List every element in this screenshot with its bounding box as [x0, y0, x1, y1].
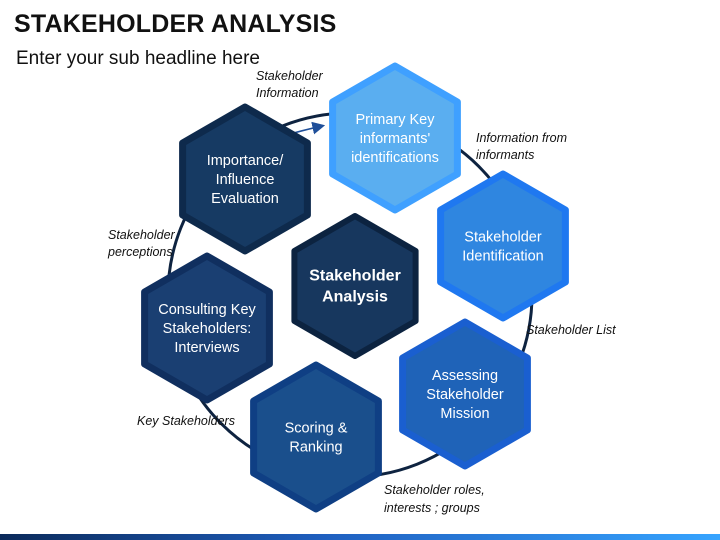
node-label: Primary Key informants' identifications — [351, 112, 439, 166]
note-key-stakeholders: Key Stakeholders — [137, 414, 235, 428]
note-line: interests ; groups — [384, 501, 480, 515]
note-line: Information — [256, 86, 319, 100]
node-scoring-ranking: Scoring & Ranking — [250, 361, 382, 513]
label-line: informants' — [360, 131, 431, 147]
label-line: Scoring & — [285, 421, 348, 437]
page-title: STAKEHOLDER ANALYSIS — [14, 10, 337, 38]
hexagon-shape — [250, 361, 382, 513]
note-stakeholder-perceptions: Stakeholder perceptions — [107, 228, 176, 259]
label-line: Stakeholder — [464, 230, 542, 246]
note-stakeholder-roles: Stakeholder roles, interests ; groups — [384, 483, 485, 515]
bottom-accent-bar — [0, 534, 720, 540]
note-line: Stakeholder List — [526, 323, 616, 337]
note-line: Stakeholder — [256, 69, 324, 83]
label-line: Ranking — [289, 440, 342, 456]
label-line: Evaluation — [211, 191, 279, 207]
note-line: Stakeholder roles, — [384, 483, 485, 497]
hexagon-shape — [179, 103, 311, 255]
label-line: Identification — [462, 249, 543, 265]
node-primary-key: Primary Key informants' identifications — [329, 62, 461, 214]
node-label: Scoring & Ranking — [285, 421, 348, 456]
hexagon-shape — [437, 170, 569, 322]
note-information-from-informants: Information from informants — [476, 131, 567, 162]
note-line: perceptions — [107, 245, 173, 259]
note-stakeholder-list: Stakeholder List — [526, 323, 616, 337]
label-line: Primary Key — [356, 112, 436, 128]
label-line: Analysis — [322, 289, 388, 306]
hexagon-shape — [399, 318, 531, 470]
label-line: Assessing — [432, 368, 498, 384]
page-subtitle: Enter your sub headline here — [16, 48, 260, 69]
note-line: Key Stakeholders — [137, 414, 235, 428]
label-line: Mission — [440, 406, 489, 422]
label-line: Influence — [216, 172, 275, 188]
note-line: Information from — [476, 131, 567, 145]
label-line: Stakeholder — [426, 387, 504, 403]
hexagon-shape — [141, 252, 273, 404]
center-hexagon-shape — [291, 213, 419, 359]
hexagon-shape — [329, 62, 461, 214]
label-line: identifications — [351, 150, 439, 166]
label-line: Consulting Key — [158, 302, 256, 318]
note-line: informants — [476, 148, 534, 162]
label-line: Interviews — [174, 340, 239, 356]
note-line: Stakeholder — [108, 228, 176, 242]
label-line: Stakeholders: — [163, 321, 252, 337]
label-line: Importance/ — [207, 153, 285, 169]
label-line: Stakeholder — [309, 268, 401, 285]
